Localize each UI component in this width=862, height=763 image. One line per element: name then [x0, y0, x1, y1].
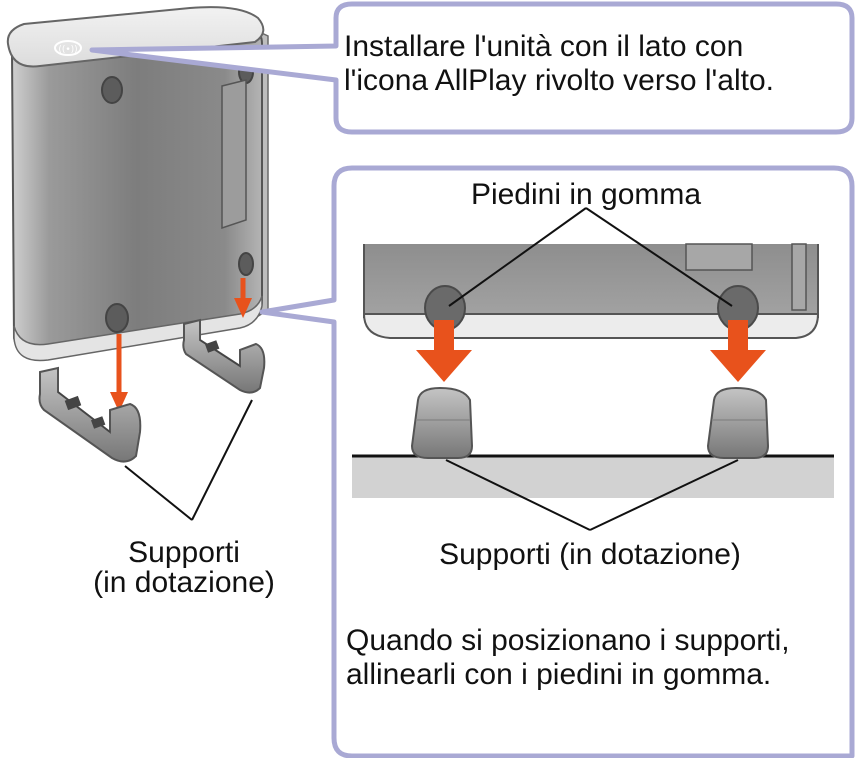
supports-detail-label: Supporti (in dotazione): [439, 538, 741, 571]
support-left-2: [182, 318, 266, 394]
arrow-left-1: [110, 334, 128, 412]
detail-table: [352, 454, 834, 498]
svg-text:((•)): ((•)): [58, 45, 77, 55]
support-detail-1: [410, 386, 474, 459]
callout-top: [89, 1, 855, 135]
supports-left-label-line-1: Supporti: [128, 536, 240, 569]
callout-top-line-2: l'icona AllPlay rivolto verso l'alto.: [344, 64, 774, 97]
arrow-detail-2: [710, 320, 766, 382]
callout-top-line-1: Installare l'unità con il lato con: [344, 30, 744, 63]
supports-left-label-line-2: (in dotazione): [93, 566, 275, 599]
allplay-icon: ((•)): [54, 40, 82, 56]
speaker-unit: ((•)): [6, 6, 269, 362]
support-left-1: [38, 366, 142, 463]
arrow-left-2: [234, 278, 252, 318]
support-detail-2: [706, 386, 770, 459]
detail-device: [362, 243, 820, 339]
instruction-line-2: allinearli con i piedini in gomma.: [346, 658, 772, 691]
arrow-detail-1: [416, 320, 472, 382]
instruction-line-1: Quando si posizionano i supporti,: [346, 624, 790, 657]
rubber-feet-label: Piedini in gomma: [470, 178, 702, 211]
